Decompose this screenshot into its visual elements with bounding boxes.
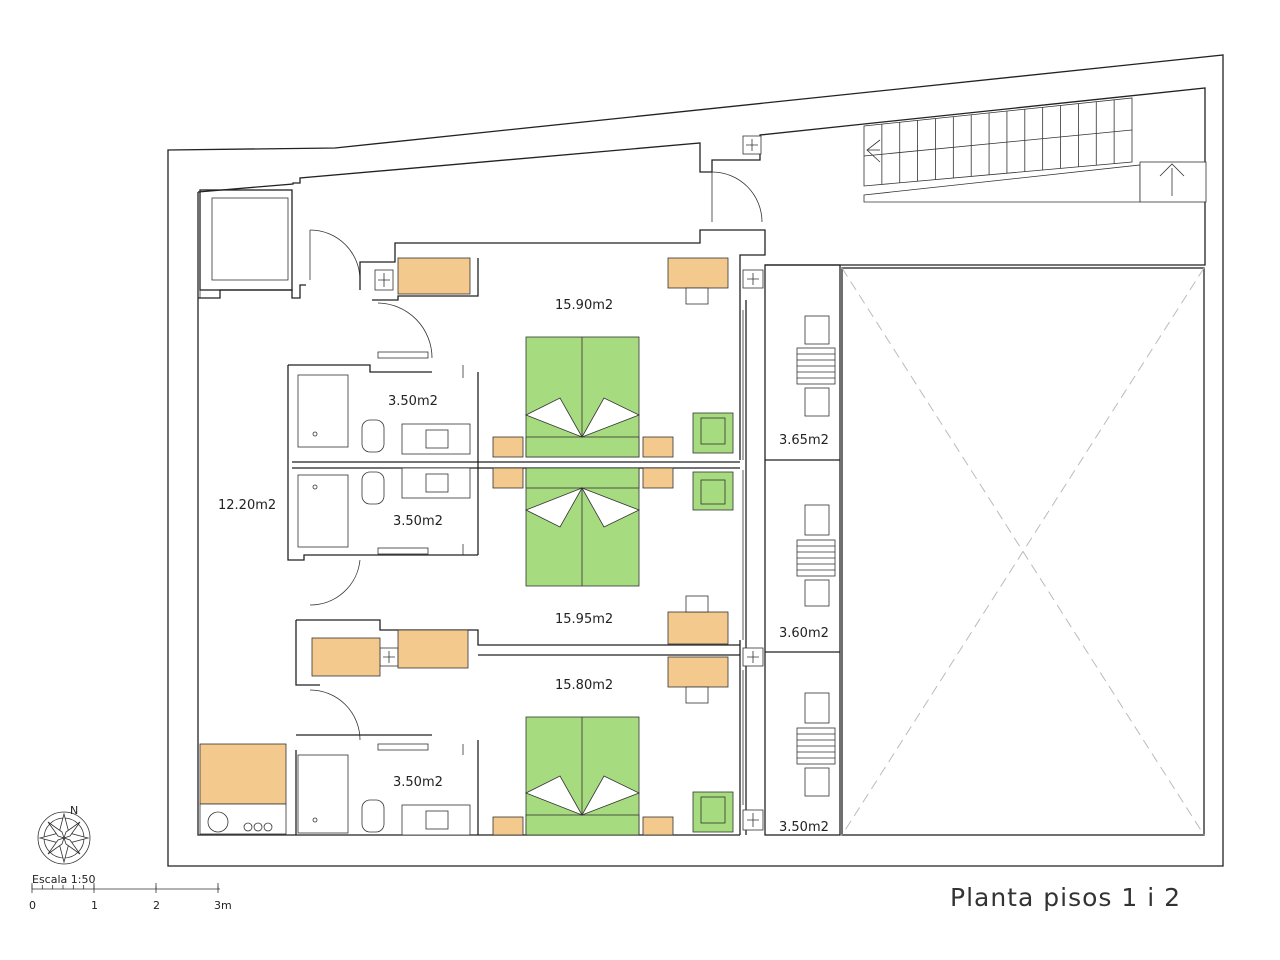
furniture	[199, 257, 729, 835]
sink-icon	[401, 423, 471, 836]
scale-tick-1: 1	[91, 899, 98, 912]
label-bedroom-1: 15.90m2	[555, 298, 613, 313]
bed-icon	[525, 336, 641, 836]
balconies	[764, 264, 841, 836]
scale-label: Escala 1:50	[32, 873, 95, 886]
label-balcony-1: 3.65m2	[779, 433, 829, 448]
shaft-plus-icon	[374, 135, 764, 831]
plan-title: Planta pisos 1 i 2	[950, 883, 1181, 912]
compass-north-label: N	[70, 804, 78, 817]
balcony-furniture	[796, 315, 836, 797]
label-balcony-2: 3.60m2	[779, 626, 829, 641]
door-swing-icon	[309, 171, 763, 741]
compass-rose-icon: N	[37, 804, 91, 865]
night-tables	[492, 436, 674, 836]
stairs	[863, 97, 1207, 203]
area-labels: 15.90m2 3.50m2 3.50m2 12.20m2 15.95m2 15…	[218, 298, 829, 835]
lift-shaft	[198, 189, 306, 299]
label-balcony-3: 3.50m2	[779, 820, 829, 835]
armchair-icon	[692, 412, 734, 833]
label-bathroom-1: 3.50m2	[388, 394, 438, 409]
stairs-icon	[863, 99, 1133, 185]
sliding-doors	[377, 351, 464, 755]
label-corridor: 12.20m2	[218, 498, 276, 513]
scale-bar: Escala 1:50 0 1 2 3m	[29, 873, 232, 912]
label-bedroom-2: 15.95m2	[555, 612, 613, 627]
bathrooms	[297, 351, 471, 836]
label-bathroom-3: 3.50m2	[393, 775, 443, 790]
scale-tick-0: 0	[29, 899, 36, 912]
drawing-line	[863, 129, 1133, 157]
label-bathroom-2: 3.50m2	[393, 514, 443, 529]
label-bedroom-3: 15.80m2	[555, 678, 613, 693]
scale-tick-3: 3m	[214, 899, 232, 912]
scale-tick-2: 2	[153, 899, 160, 912]
courtyard-void	[841, 267, 1205, 836]
toilet-icon	[361, 419, 385, 833]
